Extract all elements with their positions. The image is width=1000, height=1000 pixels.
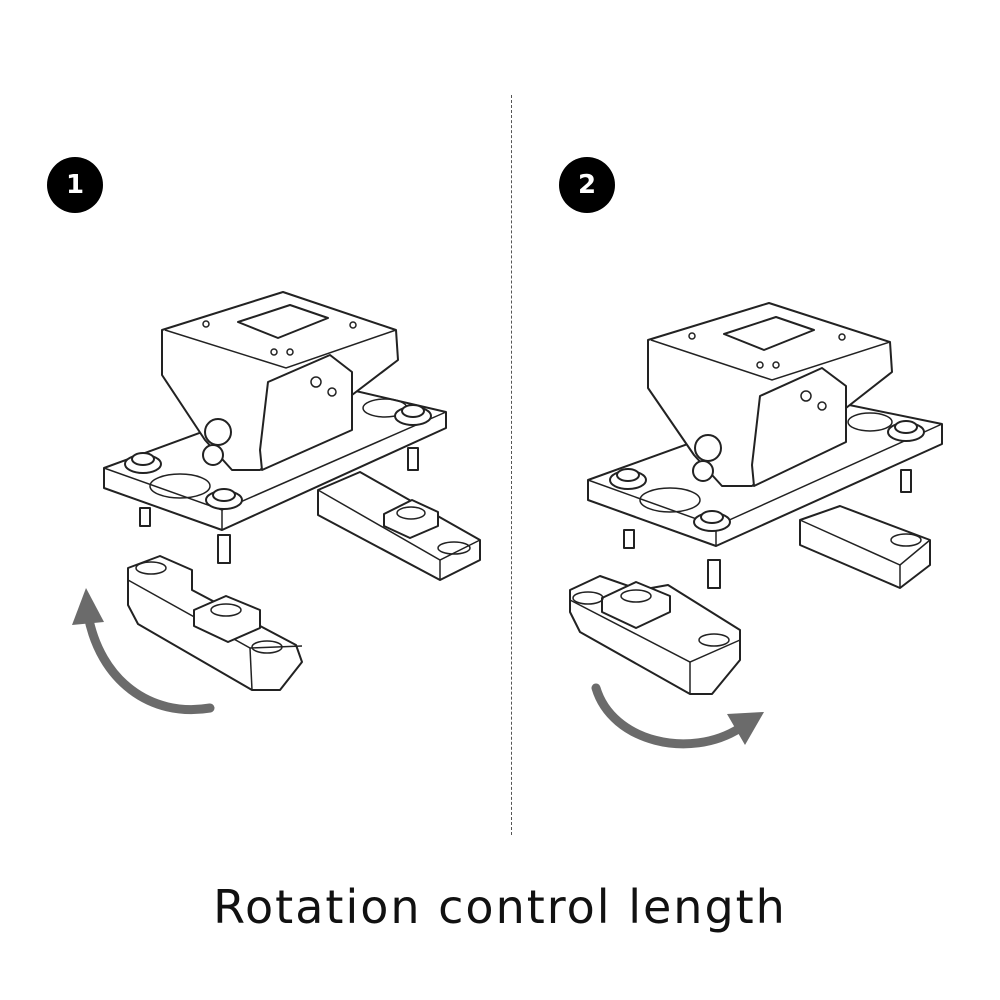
- step-2-mount-illustration: [569, 302, 943, 749]
- panel-divider: [511, 95, 512, 835]
- caption: Rotation control length: [213, 880, 787, 934]
- step-2-badge: 2: [559, 157, 615, 213]
- step-1-badge: 1: [47, 157, 103, 213]
- step-1-mount-illustration: [72, 291, 481, 714]
- rotate-cw-arrow: [591, 683, 745, 749]
- rotate-ccw-arrow: [83, 610, 215, 714]
